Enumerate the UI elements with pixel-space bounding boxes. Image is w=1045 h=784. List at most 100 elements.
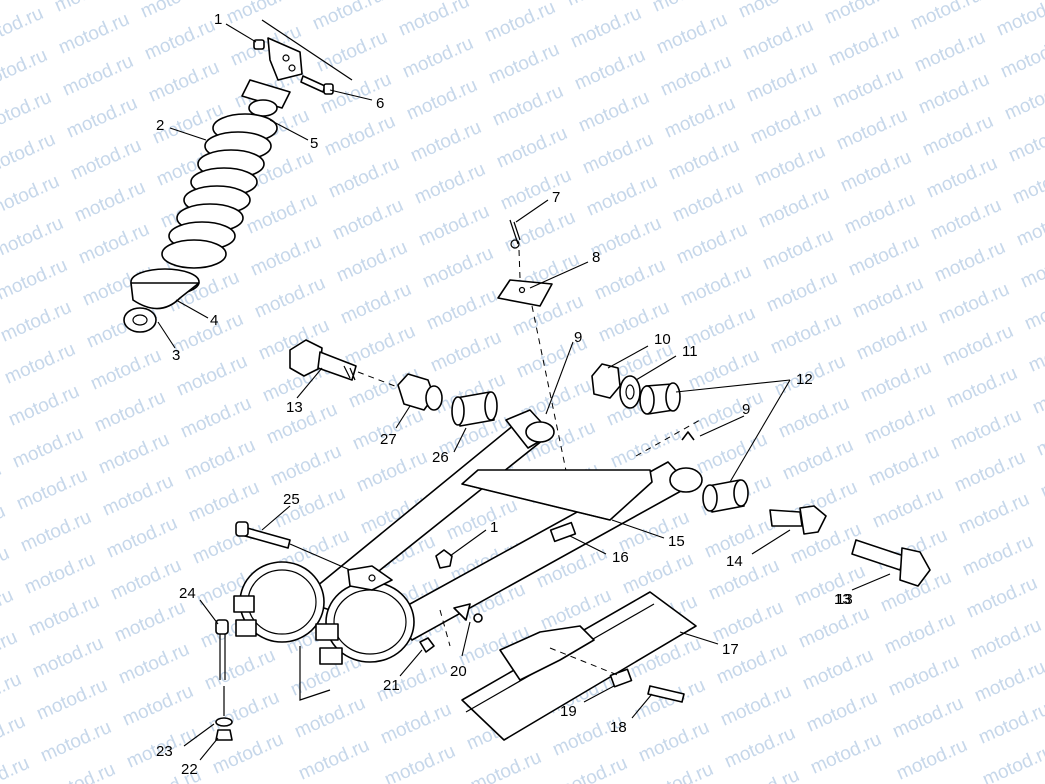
watermark-text: motod.ru	[1001, 75, 1045, 125]
watermark-text: motod.ru	[673, 219, 750, 269]
watermark-text: motod.ru	[0, 213, 67, 263]
watermark-text: motod.ru	[291, 693, 368, 743]
part-callout-label: 13	[834, 591, 851, 608]
watermark-text: motod.ru	[111, 597, 188, 647]
watermark-text: motod.ru	[205, 687, 282, 737]
watermark-text: motod.ru	[747, 99, 824, 149]
watermark-text: motod.ru	[591, 255, 668, 305]
watermark-text: motod.ru	[669, 177, 746, 227]
watermark-text: motod.ru	[857, 357, 934, 407]
watermark-text: motod.ru	[63, 93, 140, 143]
watermark-text: motod.ru	[931, 237, 1008, 287]
watermark-text: motod.ru	[59, 51, 136, 101]
watermark-text: motod.ru	[493, 123, 570, 173]
watermark-text: motod.ru	[721, 723, 798, 773]
watermark-text: motod.ru	[579, 129, 656, 179]
watermark-text: motod.ru	[947, 405, 1024, 455]
watermark-text: motod.ru	[21, 549, 98, 599]
watermark-text: motod.ru	[189, 519, 266, 569]
watermark-text: motod.ru	[635, 717, 712, 767]
watermark-text: motod.ru	[381, 741, 458, 784]
watermark-text: motod.ru	[399, 33, 476, 83]
watermark-text: motod.ru	[553, 753, 630, 784]
watermark-text: motod.ru	[329, 195, 406, 245]
watermark-text: motod.ru	[251, 273, 328, 323]
watermark-text: motod.ru	[13, 465, 90, 515]
watermark-text: motod.ru	[243, 189, 320, 239]
watermark-text: motod.ru	[497, 165, 574, 215]
chain-slider	[461, 591, 697, 741]
watermark-text: motod.ru	[501, 207, 578, 257]
watermark-text: motod.ru	[0, 129, 59, 179]
watermark-text: motod.ru	[313, 27, 390, 77]
watermark-text: motod.ru	[247, 231, 324, 281]
watermark-text: motod.ru	[169, 309, 246, 359]
watermark-text: motod.ru	[967, 615, 1044, 665]
right-pivot-bolts	[769, 505, 931, 587]
part-callout-label: 14	[726, 553, 743, 570]
shock-absorber	[123, 19, 353, 333]
watermark-text: motod.ru	[0, 585, 17, 635]
watermark-text: motod.ru	[935, 279, 1012, 329]
watermark-text: motod.ru	[0, 627, 21, 677]
watermark-text: motod.ru	[9, 423, 86, 473]
watermark-text: motod.ru	[115, 639, 192, 689]
part-callout-label: 7	[552, 189, 560, 206]
watermark-text: motod.ru	[963, 573, 1040, 623]
watermark-text: motod.ru	[567, 3, 644, 53]
watermark-text: motod.ru	[411, 159, 488, 209]
watermark-text: motod.ru	[795, 603, 872, 653]
watermark-text: motod.ru	[267, 441, 344, 491]
watermark-text: motod.ru	[705, 555, 782, 605]
watermark-text: motod.ru	[791, 561, 868, 611]
part-callout-label: 5	[310, 135, 318, 152]
watermark-text: motod.ru	[825, 21, 902, 71]
watermark-text: motod.ru	[119, 681, 196, 731]
watermark-text: motod.ru	[709, 597, 786, 647]
watermark-text: motod.ru	[407, 117, 484, 167]
watermark-text: motod.ru	[337, 279, 414, 329]
watermark-text: motod.ru	[845, 231, 922, 281]
watermark-text: motod.ru	[653, 9, 730, 59]
watermark-text: motod.ru	[915, 69, 992, 119]
watermark-text: motod.ru	[395, 0, 472, 41]
watermark-text: motod.ru	[25, 591, 102, 641]
watermark-text: motod.ru	[889, 693, 966, 743]
watermark-text: motod.ru	[853, 315, 930, 365]
part-callout-label: 24	[179, 585, 196, 602]
watermark-text: motod.ru	[0, 669, 25, 719]
watermark-text: motod.ru	[759, 225, 836, 275]
watermark-text: motod.ru	[485, 39, 562, 89]
part-callout-label: 9	[742, 401, 750, 418]
leader-lines	[157, 23, 891, 761]
watermark-text: motod.ru	[927, 195, 1004, 245]
watermark-text: motod.ru	[919, 111, 996, 161]
part-callout-label: 21	[383, 677, 400, 694]
watermark-text: motod.ru	[0, 171, 63, 221]
watermark-text: motod.ru	[1, 339, 78, 389]
watermark-text: motod.ru	[71, 177, 148, 227]
watermark-text: motod.ru	[333, 237, 410, 287]
watermark-text: motod.ru	[145, 57, 222, 107]
watermark-text: motod.ru	[1009, 159, 1045, 209]
right-pivot-hardware	[591, 363, 749, 513]
watermark-text: motod.ru	[0, 459, 5, 509]
watermark-text: motod.ru	[0, 711, 29, 761]
watermark-text: motod.ru	[1029, 369, 1045, 419]
watermark-text: motod.ru	[107, 555, 184, 605]
part-callout-label: 1	[490, 519, 498, 536]
watermark-text: motod.ru	[661, 93, 738, 143]
watermark-text: motod.ru	[885, 651, 962, 701]
part-callout-label: 12	[796, 371, 813, 388]
watermark-text: motod.ru	[423, 285, 500, 335]
watermark-text: motod.ru	[833, 105, 910, 155]
watermark-text: motod.ru	[341, 321, 418, 371]
watermark-text: motod.ru	[677, 261, 754, 311]
part-callout-label: 19	[560, 703, 577, 720]
watermark-text: motod.ru	[29, 633, 106, 683]
watermark-text: motod.ru	[607, 423, 684, 473]
watermark-text: motod.ru	[689, 387, 766, 437]
watermark-text: motod.ru	[353, 447, 430, 497]
